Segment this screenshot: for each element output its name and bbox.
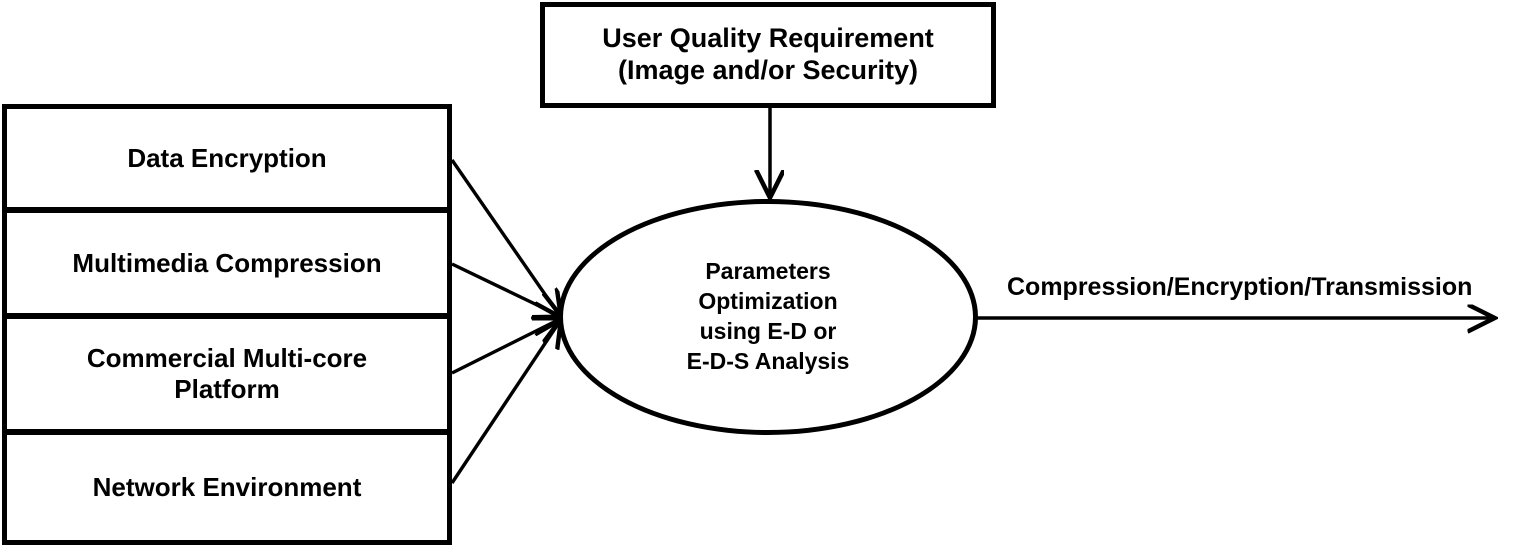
input-box-multimedia-compression[interactable]: Multimedia Compression — [2, 208, 452, 318]
input-box-2-label-line-2: Platform — [174, 374, 280, 404]
input-box-commercial-multi-core-platform[interactable]: Commercial Multi-core Platform — [2, 314, 452, 434]
input-box-3-label: Network Environment — [92, 472, 362, 503]
process-line-3: using E-D or — [699, 318, 837, 344]
input-box-2-label-line-1: Commercial Multi-core — [86, 343, 368, 374]
output-arrow-label: Compression/Encryption/Transmission — [1007, 273, 1473, 301]
connector-input-0-to-process — [450, 159, 560, 316]
process-ellipse-parameters-optimization[interactable]: Parameters Optimization using E-D or E-D… — [558, 199, 978, 435]
process-ellipse-text: Parameters Optimization using E-D or E-D… — [687, 257, 850, 377]
input-box-2-text: Commercial Multi-core Platform — [87, 343, 367, 404]
input-box-1-label: Multimedia Compression — [72, 247, 382, 278]
connector-input-3-to-process — [450, 321, 560, 484]
user-quality-requirement-box[interactable]: User Quality Requirement (Image and/or S… — [540, 2, 996, 108]
process-line-1: Parameters — [705, 258, 831, 285]
process-line-4: E-D-S Analysis — [686, 347, 850, 374]
connector-input-2-to-process — [451, 319, 560, 375]
requirement-line-1: User Quality Requirement — [602, 23, 934, 54]
connector-input-1-to-process — [451, 262, 560, 316]
requirement-line-2: (Image and/or Security) — [617, 55, 919, 85]
input-box-data-encryption[interactable]: Data Encryption — [2, 104, 452, 212]
requirement-box-text: User Quality Requirement (Image and/or S… — [592, 23, 944, 87]
input-box-0-label: Data Encryption — [127, 142, 327, 173]
process-line-2: Optimization — [698, 288, 838, 315]
input-box-network-environment[interactable]: Network Environment — [2, 430, 452, 545]
